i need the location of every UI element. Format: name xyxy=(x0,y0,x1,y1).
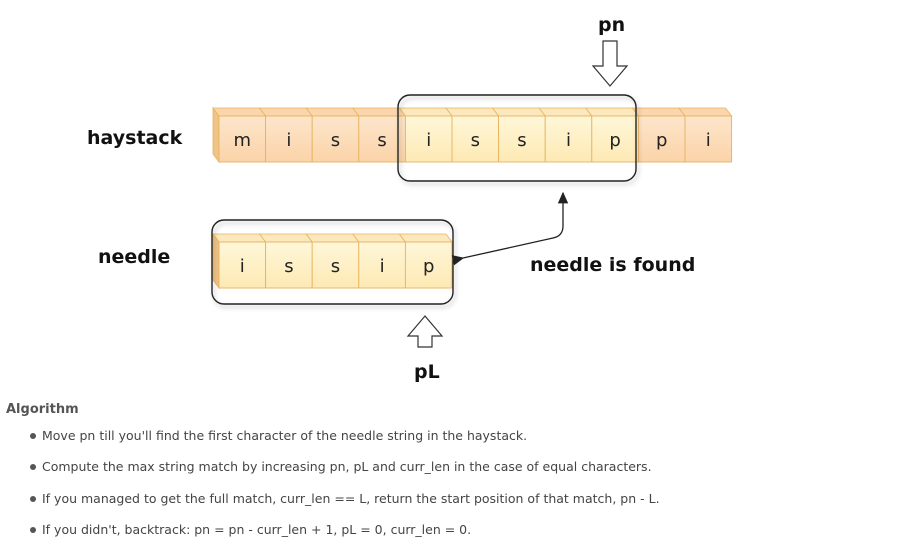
haystack-cell xyxy=(684,115,733,163)
haystack-char: m xyxy=(234,130,252,151)
haystack-char: s xyxy=(377,130,386,151)
pl-label: pL xyxy=(414,361,440,383)
diagram: haystack needle pn pL needle is found m i… xyxy=(87,14,733,383)
haystack-char: s xyxy=(517,130,526,151)
needle-cell-top xyxy=(398,233,453,243)
needle-cell xyxy=(404,241,453,289)
haystack-cell-top xyxy=(538,107,593,117)
needle-char: i xyxy=(380,256,385,277)
needle-cell-top xyxy=(258,233,313,243)
haystack-char: i xyxy=(706,130,711,151)
algorithm-step: Compute the max string match by increasi… xyxy=(6,458,886,489)
haystack-cell xyxy=(404,115,453,163)
haystack-cell-top xyxy=(212,107,267,117)
needle-char: s xyxy=(331,256,340,277)
pn-label: pn xyxy=(598,14,625,36)
algorithm-section: Algorithm Move pn till you'll find the f… xyxy=(6,402,886,552)
match-highlight-box xyxy=(397,94,637,182)
needle-found-label: needle is found xyxy=(530,254,695,276)
needle-cell-top xyxy=(212,233,267,243)
haystack-cell xyxy=(498,115,546,163)
haystack-char: s xyxy=(471,130,480,151)
haystack-char: i xyxy=(286,130,291,151)
haystack-cell-top xyxy=(398,107,453,117)
haystack-cell-top xyxy=(585,107,640,117)
haystack-cell xyxy=(637,115,686,163)
needle-cell xyxy=(218,241,267,289)
haystack-cell xyxy=(265,115,313,163)
algorithm-steps: Move pn till you'll find the first chara… xyxy=(6,427,886,552)
needle-cell-top xyxy=(352,233,407,243)
haystack-char: i xyxy=(566,130,571,151)
haystack-cell-top xyxy=(491,107,546,117)
needle-char: p xyxy=(423,256,434,277)
haystack-char: s xyxy=(331,130,340,151)
haystack-cell-top xyxy=(258,107,313,117)
needle-cell xyxy=(311,241,360,289)
haystack-side-face xyxy=(212,106,220,164)
haystack-cell xyxy=(218,115,267,163)
haystack-cell-top xyxy=(445,107,500,117)
haystack-char: p xyxy=(656,130,667,151)
haystack-cell-top xyxy=(631,107,686,117)
haystack-cell xyxy=(451,115,500,163)
algorithm-step: If you didn't, backtrack: pn = pn - curr… xyxy=(6,521,886,552)
algorithm-step: If you managed to get the full match, cu… xyxy=(6,490,886,521)
algorithm-step: Move pn till you'll find the first chara… xyxy=(6,427,886,458)
haystack-char: p xyxy=(609,130,620,151)
connector-arrow xyxy=(451,191,569,266)
haystack-char: i xyxy=(426,130,431,151)
needle-cell xyxy=(358,241,406,289)
haystack-cell xyxy=(311,115,360,163)
needle-cell-top xyxy=(305,233,360,243)
needle-label: needle xyxy=(98,246,170,268)
pn-down-arrow-icon xyxy=(591,40,629,87)
haystack-label: haystack xyxy=(87,127,183,149)
needle-side-face xyxy=(212,232,220,290)
haystack-cell-top xyxy=(678,107,733,117)
needle-char: i xyxy=(240,256,245,277)
pl-up-arrow-icon xyxy=(406,315,444,348)
haystack-cell-top xyxy=(305,107,360,117)
needle-char: s xyxy=(284,256,293,277)
algorithm-title: Algorithm xyxy=(6,402,79,417)
